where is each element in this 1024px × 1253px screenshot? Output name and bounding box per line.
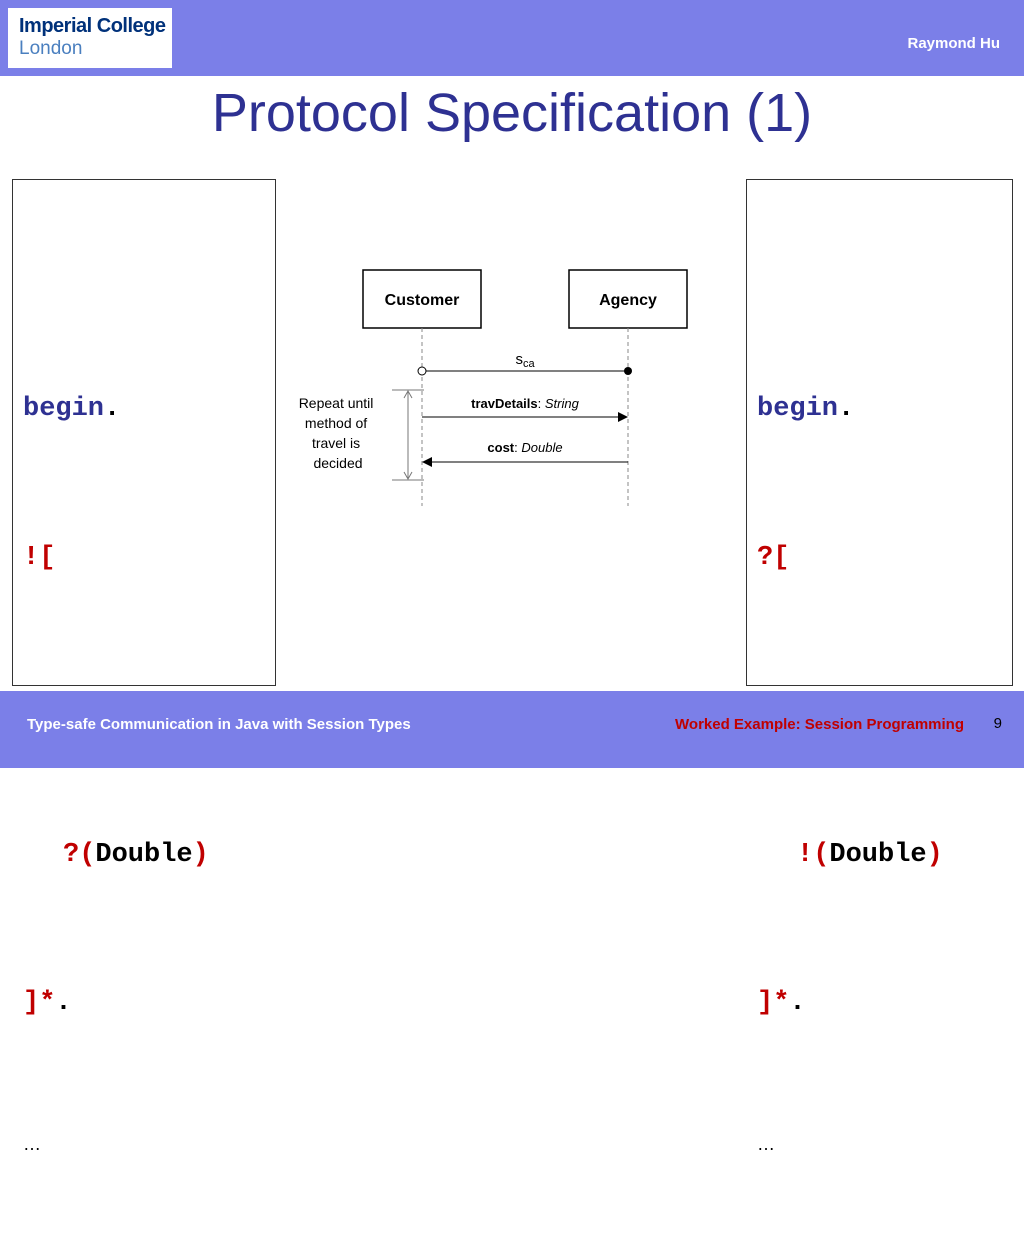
close-paren: ): [192, 839, 209, 870]
loop-close: ]*: [23, 988, 56, 1018]
footer-bar: Type-safe Communication in Java with Ses…: [0, 691, 1024, 768]
begin-keyword: begin: [757, 394, 839, 424]
dot: .: [838, 394, 855, 424]
receive-loop-open: ?[: [757, 542, 790, 573]
session-open-end: [417, 366, 427, 376]
agency-protocol-code: begin. ?[ ?(String). !(Double) ]*. …: [757, 286, 959, 1253]
footer-section: Worked Example: Session Programming: [675, 716, 964, 733]
code-line: begin.: [23, 385, 225, 435]
page-number: 9: [993, 715, 1002, 732]
repeat-arrow-up: [403, 389, 413, 399]
customer-protocol-code: begin. ![ !(String). ?(Double) ]*. …: [23, 286, 225, 1253]
code-line: ]*.: [757, 979, 959, 1029]
cost-label: cost: Double: [487, 440, 562, 455]
logo-line1: Imperial College: [19, 15, 166, 37]
sequence-diagram: Customer Agency sca travDetails: String …: [299, 269, 688, 506]
agency-lifeline-box: [568, 269, 688, 329]
session-label: sca: [515, 351, 535, 370]
type-double: Double: [95, 839, 193, 870]
code-line: ]*.: [23, 979, 225, 1029]
code-line: ![: [23, 534, 225, 584]
dot: .: [55, 988, 72, 1018]
travdetails-label: travDetails: String: [471, 396, 579, 411]
imperial-logo: Imperial College London: [8, 8, 172, 68]
agency-protocol-box: begin. ?[ ?(String). !(Double) ]*. …: [746, 179, 1013, 1154]
customer-label: Customer: [385, 292, 460, 309]
slide-title: Protocol Specification (1): [211, 83, 813, 143]
customer-protocol-box: begin. ![ !(String). ?(Double) ]*. …: [12, 179, 276, 1154]
dot: .: [789, 988, 806, 1018]
agency-label: Agency: [599, 292, 657, 309]
code-line: ?[: [757, 534, 959, 584]
loop-close: ]*: [757, 988, 790, 1018]
send-operator: !(: [797, 839, 830, 870]
header-bar: Imperial College London Raymond Hu: [0, 0, 1024, 76]
ellipsis: …: [23, 1133, 41, 1154]
logo-line2: London: [19, 38, 83, 59]
begin-keyword: begin: [23, 394, 105, 424]
close-paren: ): [926, 839, 943, 870]
repeat-arrow-down: [403, 471, 413, 481]
footer-title: Type-safe Communication in Java with Ses…: [27, 716, 411, 733]
repeat-note: Repeat until method of travel is decided: [299, 395, 378, 471]
ellipsis: …: [757, 1133, 775, 1154]
type-double: Double: [829, 839, 927, 870]
author-name: Raymond Hu: [907, 35, 1000, 52]
send-loop-open: ![: [23, 542, 56, 573]
code-line: ?(Double): [23, 831, 225, 881]
code-line: !(Double): [757, 831, 959, 881]
code-line: begin.: [757, 385, 959, 435]
dot: .: [104, 394, 121, 424]
receive-operator: ?(: [63, 839, 96, 870]
session-closed-end: [624, 367, 632, 375]
